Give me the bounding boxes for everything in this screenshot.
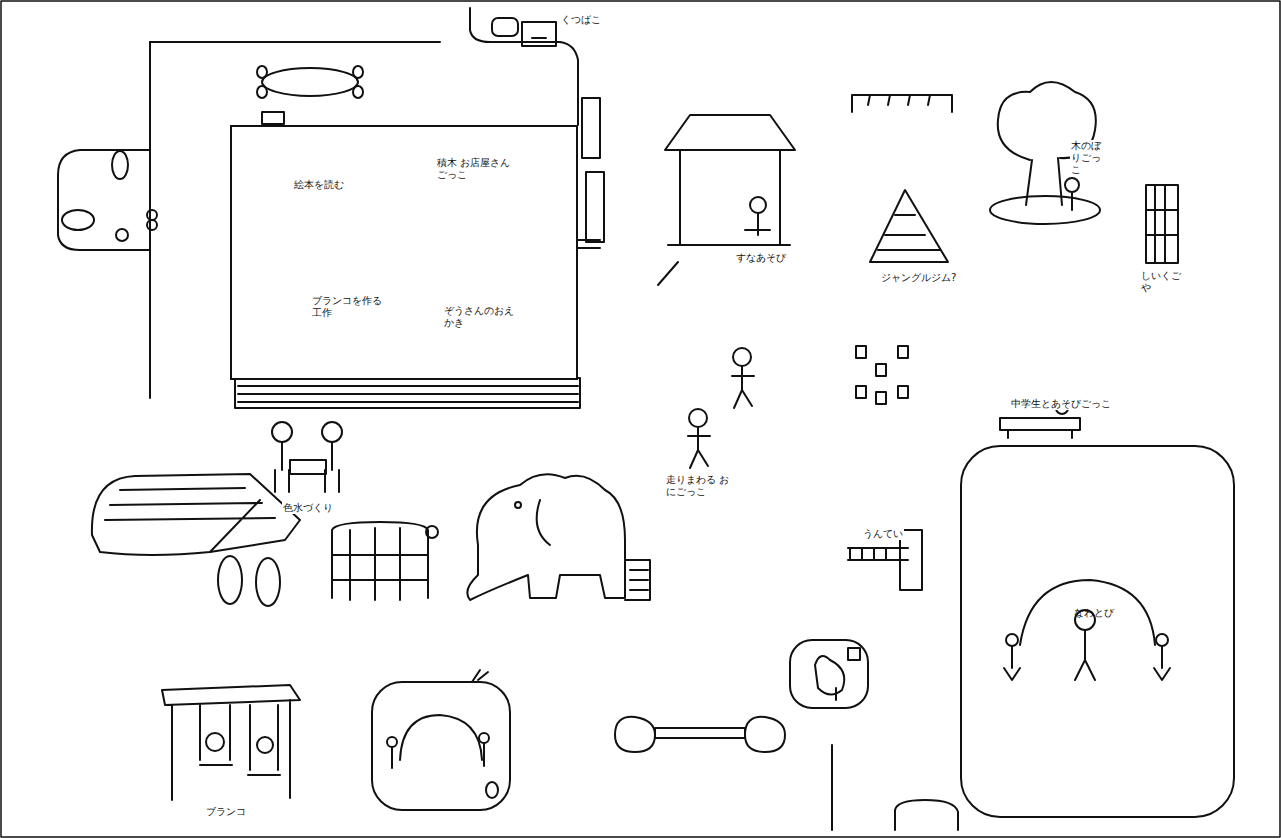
place-label: 走りまわる おにごっこ [665,474,737,498]
activity-label: なわとび [1074,607,1134,619]
place-label: 中学生とあそびごっこ [1010,398,1112,410]
place-label: しいくごや [1140,270,1182,294]
classroom-area: 絵本を読む 積木 お店屋さんごっこブランコを作る 工作 ぞうさんのおえかき [230,125,578,380]
place-label: くつばこ [560,14,602,26]
activity-label: 絵本を読む [294,179,364,191]
place-label: 色水づくり [282,502,334,514]
activity-label: ブランコを作る 工作 [312,295,392,319]
place-label: ジャングルジム? [880,272,957,284]
place-label: うんてい [862,528,904,540]
place-label: 木のぼりごっこ [1070,140,1108,176]
place-label: ブランコ [205,806,247,818]
place-label: すなあそび [735,252,787,264]
field-area: なわとび [960,445,1235,818]
activity-label: 積木 お店屋さんごっこ [437,157,517,181]
activity-label: ぞうさんのおえかき [444,305,514,329]
